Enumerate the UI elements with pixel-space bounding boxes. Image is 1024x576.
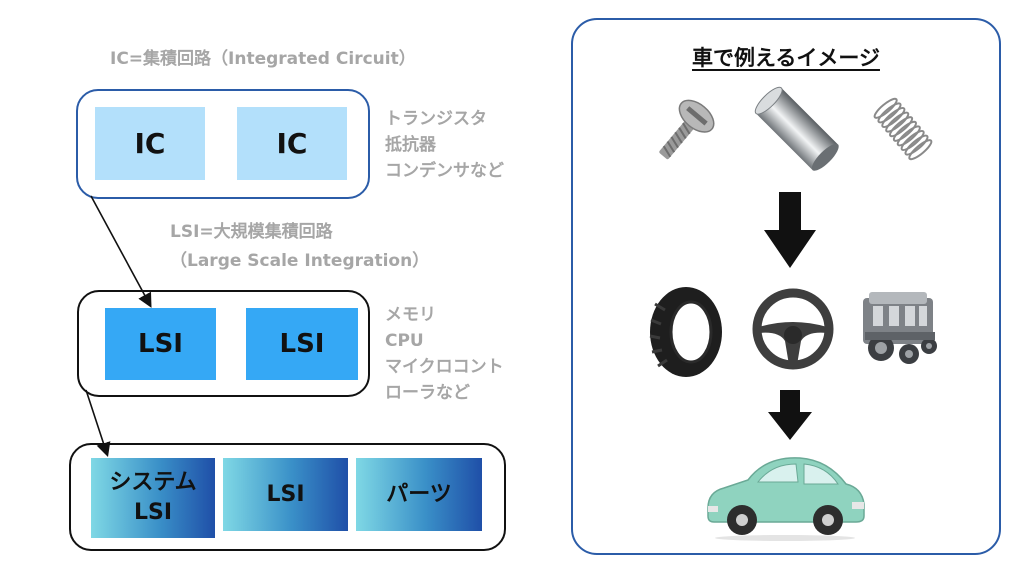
lsi-component-cpu: CPU xyxy=(385,331,424,351)
system-lsi-line1: システム xyxy=(109,470,197,496)
car-analogy-panel: 車で例えるイメージ xyxy=(571,18,1001,555)
parts-box: パーツ xyxy=(356,458,482,531)
spring-icon xyxy=(873,97,933,161)
down-arrow-icon-2 xyxy=(768,390,812,440)
lsi-box-2: LSI xyxy=(246,308,358,380)
lsi-component-microcontroller: マイクロコント xyxy=(385,357,504,377)
ic-component-transistor: トランジスタ xyxy=(385,109,487,129)
system-lsi-middle-box: LSI xyxy=(223,458,348,531)
car-icon xyxy=(707,457,865,541)
tire-icon xyxy=(649,287,722,377)
arrow-lsi-to-system xyxy=(85,389,111,458)
lsi-group xyxy=(77,290,370,397)
ic-box-2: IC xyxy=(237,107,347,180)
lsi-box-1: LSI xyxy=(105,308,216,380)
engine-icon xyxy=(863,292,937,364)
screw-icon xyxy=(659,99,715,160)
lsi-component-memory: メモリ xyxy=(385,305,436,325)
car-analogy-title: 車で例えるイメージ xyxy=(692,46,880,70)
ic-group xyxy=(76,89,370,199)
ic-components-list: トランジスタ 抵抗器 コンデンサなど xyxy=(385,106,504,184)
ic-caption: IC=集積回路（Integrated Circuit） xyxy=(110,49,416,69)
lsi-caption-line1: LSI=大規模集積回路 xyxy=(170,222,333,242)
lsi-components-list: メモリ CPU マイクロコント ローラなど xyxy=(385,302,504,406)
down-arrow-icon-1 xyxy=(764,192,816,268)
lsi-component-etc: ローラなど xyxy=(385,383,470,403)
arrow-ic-to-lsi xyxy=(90,195,152,308)
ic-box-1: IC xyxy=(95,107,205,180)
steering-wheel-icon xyxy=(752,288,834,370)
system-lsi-box: システム LSI xyxy=(91,458,215,538)
metal-cylinder-icon xyxy=(754,86,839,171)
ic-component-capacitor: コンデンサなど xyxy=(385,161,504,181)
system-group xyxy=(69,443,506,551)
system-lsi-line2: LSI xyxy=(133,500,173,525)
ic-component-resistor: 抵抗器 xyxy=(385,135,436,155)
lsi-caption-line2: （Large Scale Integration） xyxy=(170,251,430,271)
